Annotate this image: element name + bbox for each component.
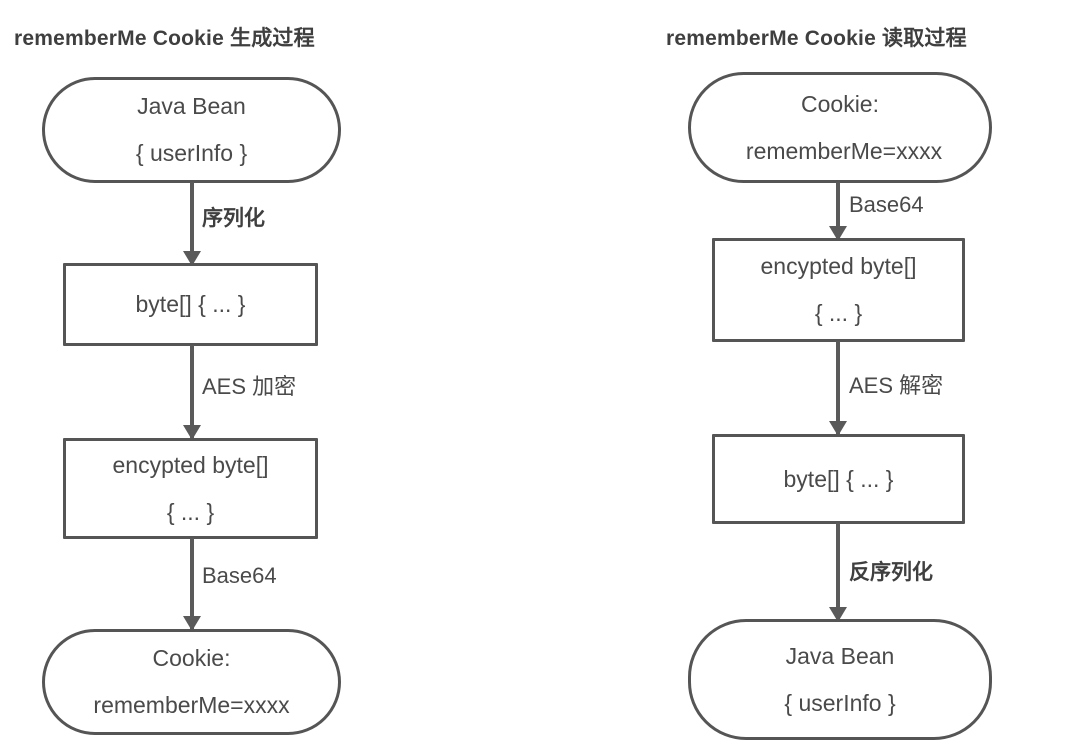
flow-title-read: rememberMe Cookie 读取过程 (666, 27, 967, 50)
node-java-bean-result: Java Bean { userInfo } (688, 619, 992, 740)
node-text-line: byte[] { ... } (135, 291, 246, 317)
arrow-aes-decrypt (836, 341, 840, 435)
edge-label-serialize: 序列化 (202, 207, 265, 230)
node-encrypted-byte-array: encypted byte[] { ... } (63, 438, 318, 539)
node-text-line: encypted byte[] (112, 451, 269, 478)
node-java-bean-source: Java Bean { userInfo } (42, 77, 341, 183)
node-text-line: { ... } (166, 498, 215, 525)
node-byte-array-read: byte[] { ... } (712, 434, 965, 524)
node-text-line: byte[] { ... } (783, 465, 894, 492)
edge-label-base64-decode: Base64 (849, 192, 924, 217)
node-cookie-source: Cookie: rememberMe=xxxx (688, 72, 992, 183)
flowchart-remembermec-cookie-read: rememberMe Cookie 读取过程 (543, 0, 1083, 747)
arrow-deserialize (836, 523, 840, 621)
node-text-line: encypted byte[] (760, 253, 917, 279)
arrow-base64-encode (190, 538, 194, 630)
edge-label-aes-encrypt: AES 加密 (202, 374, 297, 399)
node-text-line: rememberMe=xxxx (745, 137, 943, 164)
node-text-line: Cookie: (152, 645, 231, 671)
edge-label-base64-encode: Base64 (202, 563, 277, 588)
edge-label-deserialize: 反序列化 (849, 561, 933, 584)
node-text-line: { ... } (814, 300, 863, 326)
arrow-base64-decode (836, 182, 840, 240)
flow-title-generate: rememberMe Cookie 生成过程 (14, 27, 315, 50)
node-text-line: Java Bean (785, 642, 895, 669)
arrow-serialize (190, 182, 194, 265)
node-encrypted-byte-array-read: encypted byte[] { ... } (712, 238, 965, 342)
node-text-line: { userInfo } (784, 689, 896, 716)
node-cookie-result: Cookie: rememberMe=xxxx (42, 629, 341, 735)
node-text-line: Cookie: (801, 90, 879, 117)
arrow-aes-encrypt (190, 345, 194, 439)
node-byte-array: byte[] { ... } (63, 263, 318, 346)
edge-label-aes-decrypt: AES 解密 (849, 373, 944, 398)
node-text-line: rememberMe=xxxx (93, 692, 290, 718)
node-text-line: Java Bean (137, 93, 246, 119)
flowchart-remembermec-cookie-generate: rememberMe Cookie 生成过程 Java Bean { userI… (0, 0, 540, 747)
node-text-line: { userInfo } (135, 140, 248, 166)
